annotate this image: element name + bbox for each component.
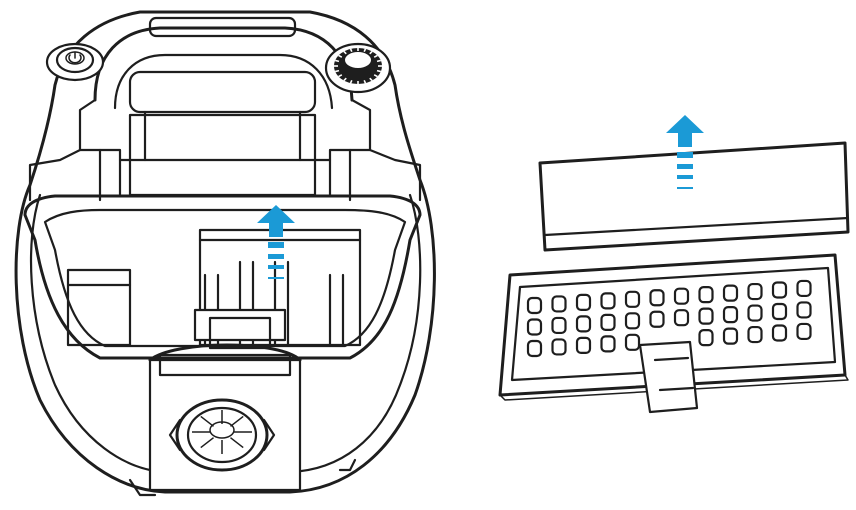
frame-slot xyxy=(698,286,714,304)
filter-tray xyxy=(23,194,422,360)
suction-dial xyxy=(324,42,392,94)
frame-slot xyxy=(747,282,763,301)
frame-slot xyxy=(575,336,592,354)
wheel-right xyxy=(338,458,357,472)
frame-slot xyxy=(722,327,739,345)
frame-slot xyxy=(747,304,763,322)
dial-tick xyxy=(376,59,382,63)
carry-handle xyxy=(93,16,354,162)
dial-tick xyxy=(338,54,343,58)
power-button xyxy=(45,42,105,82)
frame-slot xyxy=(796,279,812,298)
arrow-head xyxy=(666,115,704,147)
inlet-spokes xyxy=(192,410,252,454)
dial-tick xyxy=(334,69,340,73)
frame-slot xyxy=(673,287,690,305)
frame-slot xyxy=(624,333,641,351)
frame-slot xyxy=(649,310,665,328)
frame-slot xyxy=(771,302,788,321)
arrow-dash xyxy=(268,242,284,248)
frame-slot xyxy=(551,316,567,335)
dial-tick xyxy=(349,48,353,53)
inlet-spoke xyxy=(200,415,214,427)
frame-slot xyxy=(526,296,543,315)
frame-slot xyxy=(526,339,543,358)
frame-slot xyxy=(796,322,812,341)
dial-tick xyxy=(376,69,382,73)
frame-slot xyxy=(600,313,616,331)
arrow-dash xyxy=(268,265,284,269)
inlet-spoke xyxy=(230,437,244,449)
frame-slot xyxy=(771,324,788,342)
dial-tick xyxy=(363,79,367,84)
arrow-dash xyxy=(677,187,693,189)
frame-slot xyxy=(600,292,616,310)
filter-frame xyxy=(498,253,849,414)
frame-slot xyxy=(796,301,812,319)
frame-slot xyxy=(551,295,567,313)
hose-inlet xyxy=(148,343,302,492)
frame-slot xyxy=(624,312,641,330)
frame-slot xyxy=(526,318,543,336)
frame-slot xyxy=(649,289,665,307)
arrow-head xyxy=(257,205,295,237)
filter-frame-grid xyxy=(526,279,812,358)
frame-slot xyxy=(600,335,616,353)
dial-tick xyxy=(334,59,340,63)
arrow-dash xyxy=(677,152,693,158)
dial-tick xyxy=(373,74,378,78)
frame-slot xyxy=(575,293,592,311)
vacuum-body xyxy=(14,10,436,497)
dial-tick xyxy=(363,48,367,53)
dial-tick xyxy=(373,54,378,58)
filter-pull-tab xyxy=(638,340,699,414)
frame-slot xyxy=(771,281,788,299)
frame-slot xyxy=(722,284,739,302)
frame-slot xyxy=(722,306,739,324)
vacuum-outer-shell xyxy=(14,10,436,494)
frame-slot xyxy=(747,325,763,344)
frame-slot xyxy=(624,290,641,308)
frame-slot xyxy=(551,338,567,356)
arrow-up-icon xyxy=(666,115,704,189)
frame-slot xyxy=(698,307,714,325)
arrow-dash xyxy=(677,175,693,179)
dial-icon xyxy=(334,48,382,84)
dial-tick xyxy=(343,50,347,55)
filter-sponge xyxy=(538,115,850,252)
cavity-walls xyxy=(28,98,422,202)
arrow-dash xyxy=(677,164,693,169)
arrow-dash xyxy=(268,254,284,259)
dial-tick xyxy=(343,77,347,82)
dial-tick xyxy=(338,74,343,78)
dial-tick xyxy=(369,50,373,55)
inlet-spoke xyxy=(200,437,214,449)
power-icon xyxy=(68,51,82,64)
frame-slot xyxy=(698,329,714,347)
arrow-up-icon xyxy=(257,205,295,279)
dial-tick xyxy=(369,77,373,82)
inlet-spoke xyxy=(230,415,244,427)
frame-slot xyxy=(575,315,592,333)
dial-tick xyxy=(349,79,353,84)
wheel-left xyxy=(128,478,157,497)
arrow-dash xyxy=(268,277,284,279)
frame-slot xyxy=(673,309,690,327)
